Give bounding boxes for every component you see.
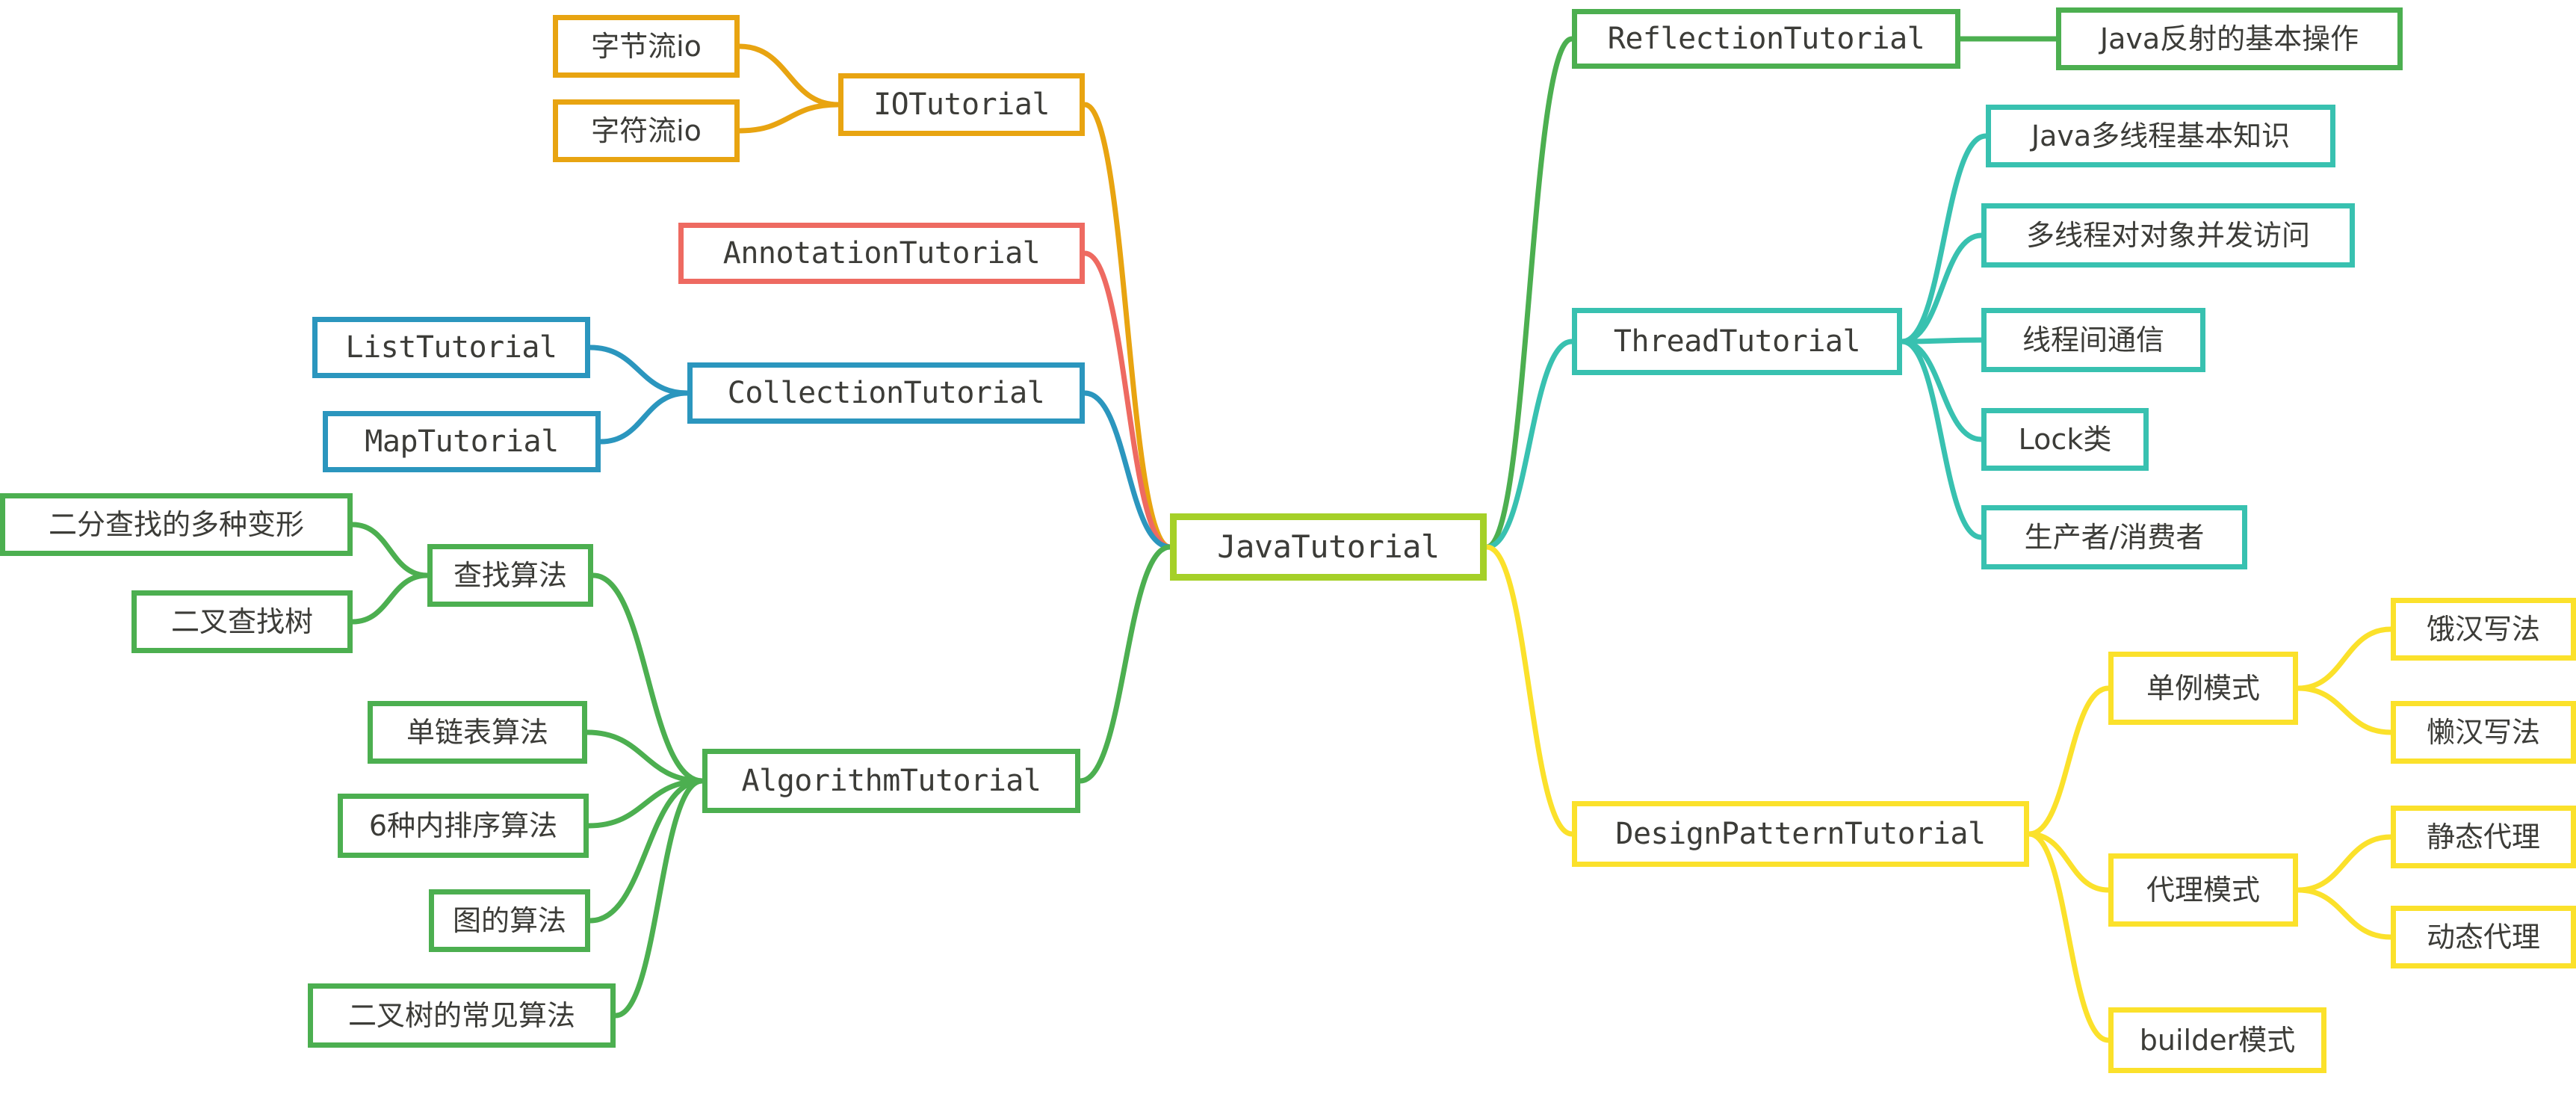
edge-root-to-thread	[1484, 339, 1575, 550]
mindmap-node-thread-basic[interactable]: Java多线程基本知识	[1986, 105, 2335, 167]
node-label: 字符流io	[591, 114, 702, 147]
node-label: IOTutorial	[873, 87, 1050, 122]
node-label: 图的算法	[452, 904, 566, 937]
edge-binary-tree-to-algorithm	[613, 778, 705, 1019]
mindmap-node-design[interactable]: DesignPatternTutorial	[1572, 801, 2029, 867]
mindmap-node-sorting[interactable]: 6种内排序算法	[338, 794, 589, 858]
mindmap-node-singleton-eager[interactable]: 饿汉写法	[2391, 598, 2576, 661]
node-label: 字节流io	[591, 30, 702, 63]
edge-sorting-to-algorithm	[586, 778, 705, 829]
node-label: ThreadTutorial	[1613, 324, 1861, 359]
mindmap-node-list[interactable]: ListTutorial	[312, 317, 590, 378]
mindmap-node-reflection[interactable]: ReflectionTutorial	[1572, 9, 1960, 69]
edge-singleton-to-singleton-eager	[2295, 626, 2394, 691]
node-label: ReflectionTutorial	[1607, 22, 1925, 56]
node-label: Lock类	[2018, 423, 2112, 456]
edge-bst-to-search	[350, 572, 430, 625]
mindmap-node-thread-concurrent[interactable]: 多线程对对象并发访问	[1981, 203, 2355, 268]
node-label: JavaTutorial	[1217, 528, 1440, 565]
node-label: 单例模式	[2146, 672, 2260, 705]
node-label: 动态代理	[2426, 921, 2540, 954]
node-label: 二叉查找树	[170, 605, 313, 638]
edge-map-to-collection	[598, 390, 690, 445]
edge-collection-to-root	[1082, 390, 1173, 550]
node-label: DesignPatternTutorial	[1615, 817, 1986, 851]
node-label: 查找算法	[453, 559, 567, 592]
node-label: MapTutorial	[365, 424, 559, 459]
node-label: 代理模式	[2146, 874, 2260, 906]
mindmap-node-collection[interactable]: CollectionTutorial	[687, 362, 1085, 424]
edge-root-to-reflection	[1484, 36, 1575, 550]
mindmap-node-thread[interactable]: ThreadTutorial	[1572, 308, 1902, 375]
node-label: 静态代理	[2426, 821, 2540, 853]
node-label: 二叉树的常见算法	[347, 999, 575, 1032]
edge-root-to-design	[1484, 544, 1575, 837]
mindmap-node-bst[interactable]: 二叉查找树	[131, 590, 353, 653]
node-label: 6种内排序算法	[368, 809, 558, 842]
mindmap-node-io-byte[interactable]: 字节流io	[553, 15, 740, 78]
mindmap-node-thread-comm[interactable]: 线程间通信	[1981, 308, 2205, 372]
node-label: AlgorithmTutorial	[741, 764, 1041, 798]
mindmap-node-io[interactable]: IOTutorial	[838, 73, 1085, 136]
mindmap-node-map[interactable]: MapTutorial	[323, 411, 601, 472]
node-label: ListTutorial	[345, 330, 557, 365]
mindmap-node-proxy-dynamic[interactable]: 动态代理	[2391, 906, 2576, 968]
node-label: CollectionTutorial	[727, 376, 1045, 410]
mindmap-node-root[interactable]: JavaTutorial	[1170, 513, 1487, 581]
edge-thread-to-thread-basic	[1899, 133, 1989, 344]
edge-thread-to-thread-concurrent	[1899, 232, 1984, 344]
edge-thread-to-thread-pc	[1899, 339, 1984, 540]
node-label: 懒汉写法	[2426, 716, 2540, 749]
mindmap-node-builder[interactable]: builder模式	[2108, 1007, 2326, 1073]
mindmap-node-singleton[interactable]: 单例模式	[2108, 652, 2298, 725]
edge-io-char-to-io	[737, 102, 841, 134]
node-label: 多线程对对象并发访问	[2025, 219, 2310, 252]
mindmap-node-annotation[interactable]: AnnotationTutorial	[678, 223, 1085, 284]
edge-graph-to-algorithm	[587, 778, 705, 924]
node-label: Java多线程基本知识	[2031, 120, 2291, 152]
edge-search-to-algorithm	[590, 572, 705, 784]
node-label: 饿汉写法	[2426, 613, 2540, 646]
mindmap-node-proxy[interactable]: 代理模式	[2108, 853, 2298, 927]
node-label: 二分查找的多种变形	[48, 508, 304, 541]
edge-io-byte-to-io	[737, 43, 841, 108]
edge-binary-search-to-search	[350, 522, 430, 578]
node-label: builder模式	[2139, 1024, 2296, 1057]
node-label: AnnotationTutorial	[722, 236, 1041, 271]
edge-singleton-to-singleton-lazy	[2295, 685, 2394, 735]
edge-design-to-singleton	[2026, 685, 2111, 837]
edge-algorithm-to-root	[1077, 544, 1173, 784]
node-label: 单链表算法	[406, 716, 548, 749]
mindmap-node-proxy-static[interactable]: 静态代理	[2391, 806, 2576, 868]
mindmap-node-thread-lock[interactable]: Lock类	[1981, 408, 2149, 471]
edge-annotation-to-root	[1082, 250, 1173, 550]
edge-thread-to-thread-lock	[1899, 339, 1984, 442]
mindmap-node-binary-tree[interactable]: 二叉树的常见算法	[308, 983, 616, 1048]
edge-design-to-proxy	[2026, 831, 2111, 893]
mindmap-node-io-char[interactable]: 字符流io	[553, 99, 740, 162]
mindmap-node-reflection-basic[interactable]: Java反射的基本操作	[2056, 7, 2403, 70]
mindmap-node-linked-list[interactable]: 单链表算法	[368, 701, 587, 764]
mindmap-node-algorithm[interactable]: AlgorithmTutorial	[702, 749, 1080, 813]
edge-io-to-root	[1082, 102, 1173, 550]
edge-list-to-collection	[587, 344, 690, 396]
mindmap-node-singleton-lazy[interactable]: 懒汉写法	[2391, 701, 2576, 764]
node-label: Java反射的基本操作	[2099, 22, 2359, 55]
node-label: 线程间通信	[2022, 324, 2164, 356]
mindmap-node-binary-search[interactable]: 二分查找的多种变形	[0, 493, 353, 556]
edge-thread-to-thread-comm	[1899, 337, 1984, 344]
mindmap-node-graph[interactable]: 图的算法	[429, 889, 590, 952]
edge-proxy-to-proxy-static	[2295, 834, 2394, 893]
mindmap-node-search[interactable]: 查找算法	[427, 544, 593, 607]
mindmap-node-thread-pc[interactable]: 生产者/消费者	[1981, 505, 2247, 569]
edge-linked-list-to-algorithm	[584, 729, 705, 784]
node-label: 生产者/消费者	[2024, 521, 2205, 554]
edge-design-to-builder	[2026, 831, 2111, 1043]
edge-proxy-to-proxy-dynamic	[2295, 887, 2394, 940]
